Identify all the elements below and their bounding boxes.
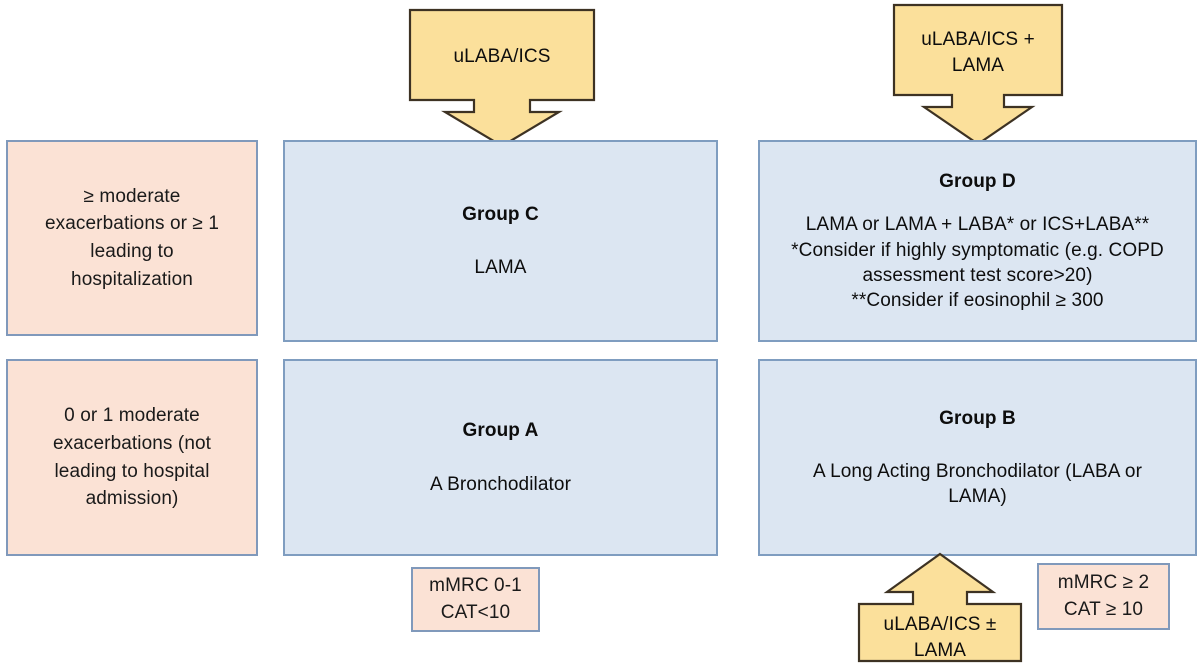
exacerbation-high-line-4: hospitalization — [71, 268, 193, 290]
exacerbation-label-high: ≥ moderate exacerbations or ≥ 1 leading … — [6, 140, 258, 336]
down-arrow-shape — [892, 3, 1064, 146]
symptom-high-line-2: CAT ≥ 10 — [1063, 598, 1144, 620]
symptom-label-low: mMRC 0-1 CAT<10 — [411, 567, 540, 632]
group-a-title: Group A — [462, 420, 539, 442]
group-b-title: Group B — [939, 407, 1016, 429]
exacerbation-label-low: 0 or 1 moderate exacerbations (not leadi… — [6, 359, 258, 556]
group-c-title: Group C — [462, 203, 539, 225]
exacerbation-low-line-1: 0 or 1 moderate — [64, 405, 200, 427]
exacerbation-high-line-2: exacerbations or ≥ 1 — [44, 213, 220, 235]
exacerbation-low-line-4: admission) — [85, 488, 179, 510]
symptom-low-line-2: CAT<10 — [440, 601, 511, 623]
group-d-box[interactable]: Group D LAMA or LAMA + LABA* or ICS+LABA… — [758, 140, 1197, 342]
group-d-body-line-4: **Consider if eosinophil ≥ 300 — [851, 290, 1104, 312]
symptom-high-line-1: mMRC ≥ 2 — [1057, 572, 1150, 594]
group-d-body-line-1: LAMA or LAMA + LABA* or ICS+LABA** — [805, 213, 1150, 235]
group-c-body-line-1: LAMA — [474, 257, 527, 278]
up-arrow-shape — [857, 552, 1023, 663]
group-a-box[interactable]: Group A A Bronchodilator — [283, 359, 718, 556]
exacerbation-high-line-3: leading to — [90, 241, 174, 262]
callout-ulaba-ics-pm-lama[interactable]: uLABA/ICS ± LAMA — [857, 552, 1023, 663]
down-arrow-shape — [408, 8, 596, 148]
exacerbation-low-line-2: exacerbations (not — [52, 432, 212, 454]
group-b-box[interactable]: Group B A Long Acting Bronchodilator (LA… — [758, 359, 1197, 556]
callout-ulaba-ics[interactable]: uLABA/ICS — [408, 8, 596, 148]
symptom-low-line-1: mMRC 0-1 — [429, 575, 522, 597]
exacerbation-low-line-3: leading to hospital — [54, 460, 210, 482]
group-b-body-line-2: LAMA) — [948, 486, 1007, 508]
group-a-body-line-1: A Bronchodilator — [429, 473, 572, 495]
group-d-body-line-2: *Consider if highly symptomatic (e.g. CO… — [791, 240, 1164, 262]
callout-ulaba-ics-lama[interactable]: uLABA/ICS + LAMA — [892, 3, 1064, 146]
exacerbation-high-line-1: ≥ moderate — [83, 185, 181, 207]
symptom-label-high: mMRC ≥ 2 CAT ≥ 10 — [1037, 563, 1170, 630]
group-d-body-line-3: assessment test score>20) — [862, 265, 1093, 287]
group-c-box[interactable]: Group C LAMA — [283, 140, 718, 342]
group-b-body-line-1: A Long Acting Bronchodilator (LABA or — [812, 460, 1143, 482]
group-d-title: Group D — [939, 170, 1016, 192]
